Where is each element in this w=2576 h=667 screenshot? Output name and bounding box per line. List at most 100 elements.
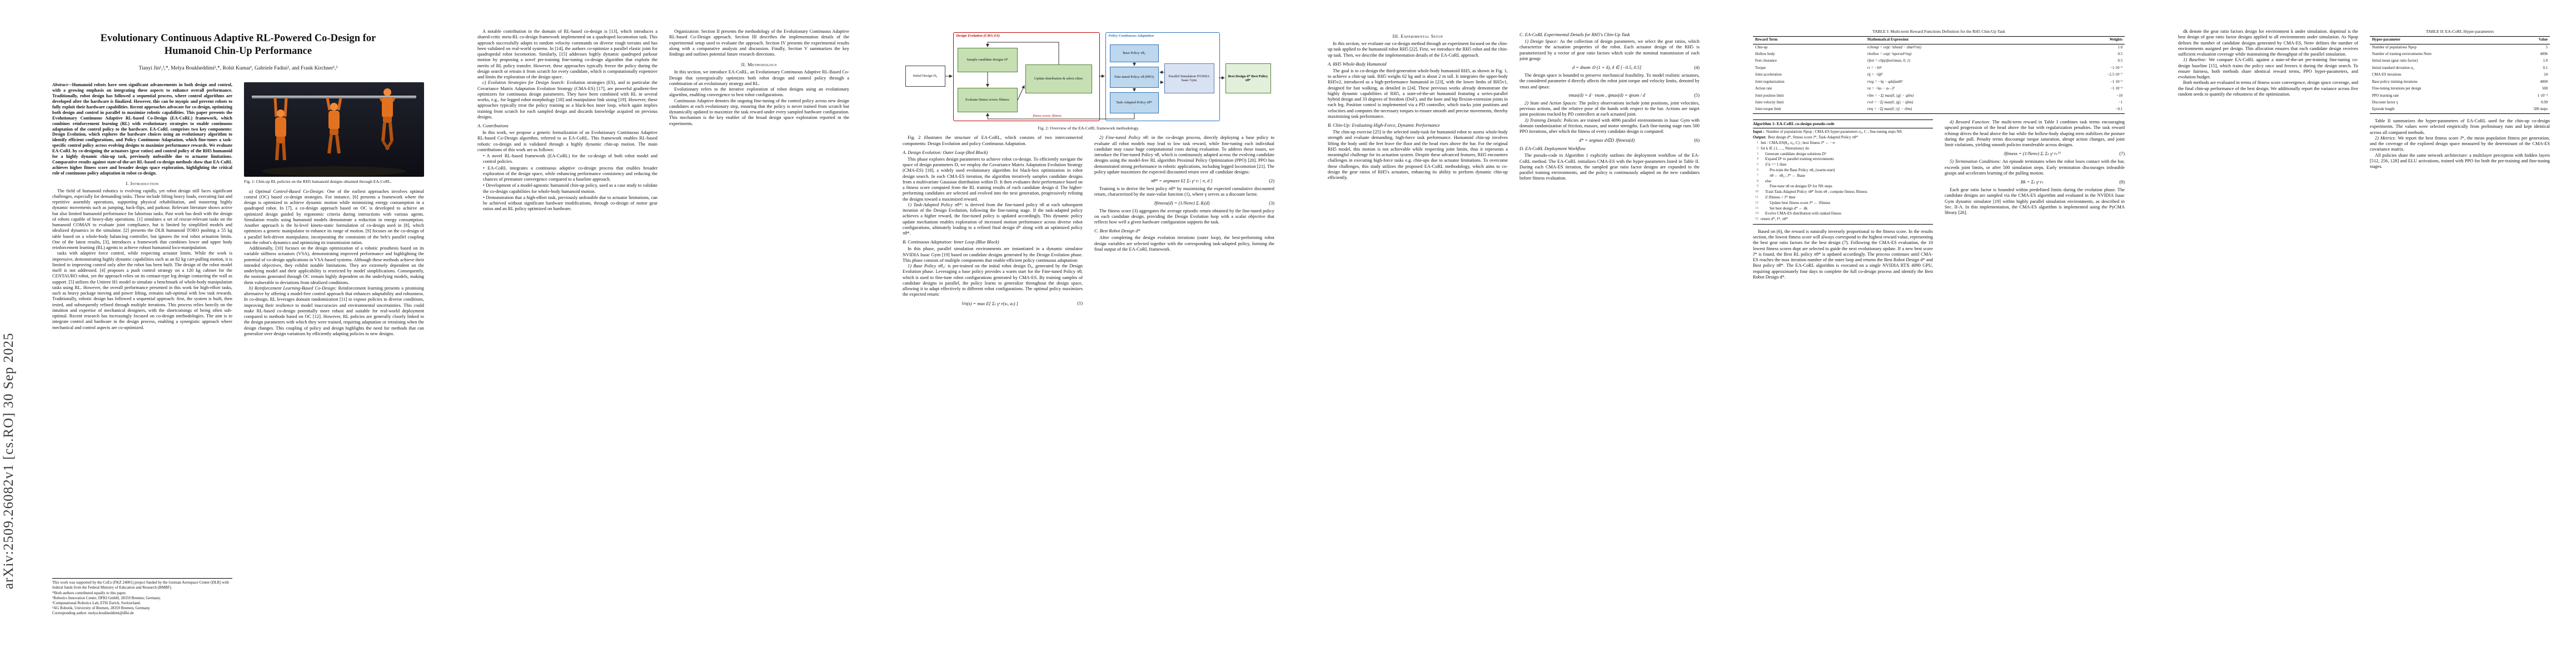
paragraph: Continuous Adaptive denotes the ongoing …: [669, 98, 849, 126]
equation: Rk = Σₜ γᵗ rₜ(8): [1945, 179, 2125, 185]
fig2-design-evolution-group: Design Evolution (CMA-ES): [953, 32, 1100, 121]
algorithm-line-number: 2: [1756, 146, 1758, 150]
table-cell: −1·10⁻⁵: [2110, 66, 2122, 70]
robot-pose-midpull: [326, 97, 342, 154]
equation: πθ* = argmaxπ E[ Σₜ γᵗ rₜ | π, d ](2): [1094, 178, 1274, 184]
algorithm-line-number: 10: [1755, 190, 1758, 194]
table-header-cell: Weights: [2059, 36, 2125, 44]
paragraph: In this work, we propose a generic forma…: [477, 130, 657, 152]
algorithm-line-number: 7: [1756, 173, 1758, 177]
fig2-simulation-box: Parallel Simulation NVIDIA Isaac Gym: [1164, 63, 1214, 93]
footnote: This work was supported by the CoEx (FKZ…: [52, 580, 229, 590]
equation: d = dnom ⊙ (1 + δ), δ ∈ [−0.5, 0.5](4): [1519, 64, 1700, 71]
table-cell: Discount factor γ: [2372, 101, 2398, 104]
algorithm-line-text: Pre-train the Base Policy πθ₀ (warm-star…: [1770, 167, 1835, 172]
algorithm-line-text: if k == 1 then: [1765, 162, 1787, 167]
page-5: TABLE I: Multi-term Reward Functions Def…: [1726, 0, 2151, 667]
fig2-base-policy-box: Base Policy πθ₀: [1109, 44, 1159, 62]
subsection-heading: B. Chin-Up: Evaluating High-Force, Dynam…: [1328, 123, 1440, 128]
algorithm-line: 10 Train Task-Adapted Policy πθ* from πθ …: [1753, 190, 1933, 195]
table-cell: 4000: [2540, 79, 2548, 84]
table-cell: Joint velocity limit: [1755, 101, 1784, 104]
paragraph: This phase explores design parameters to…: [903, 156, 1083, 202]
equation: Jfitness(d) = (1/Nenv) Σᵢ Rᵢ(d)(3): [1094, 201, 1274, 206]
table-cell: CMA-ES iterations: [2372, 73, 2401, 77]
subsection-heading: D. EA-CoRL Deployment Workflow: [1519, 146, 1586, 152]
algorithm-line-number: 15: [1755, 217, 1758, 221]
equation-number: (6): [1694, 137, 1700, 143]
table-cell: Joint torque limit: [1753, 106, 1865, 115]
table-cell: 5: [2545, 45, 2548, 49]
algorithm-line-text: if Jfitness > J* then: [1765, 195, 1796, 200]
table-cell: Number of populations Npop: [2372, 45, 2416, 49]
paragraph: Organization: Section II presents the me…: [669, 29, 849, 57]
page5-right-column: 4) Reward Function: The multi-term rewar…: [1945, 120, 2125, 592]
paragraph: Table II summarizes the hyper-parameters…: [2370, 118, 2550, 135]
algorithm-line-number: 11: [1755, 195, 1758, 199]
table-cell: PPO learning rate: [2372, 93, 2399, 98]
table-row: PPO learning rate 1·10⁻³: [2370, 93, 2550, 99]
paragraph-runin: 1) Design Space: As the collection of de…: [1519, 39, 1700, 61]
arxiv-watermark: arXiv:2509.26082v1 [cs.RO] 30 Sep 2025: [1, 332, 16, 589]
fig2-design-evolution-label: Design Evolution (CMA-ES): [956, 34, 1000, 38]
algorithm-line-text: else: [1765, 178, 1771, 183]
section-heading: II. Methodology: [741, 62, 778, 68]
algorithm-line-number: 13: [1755, 206, 1758, 210]
runin-label: 1) Design Space:: [1524, 39, 1560, 44]
page3-right-column: 2) Fine-tuned Policy πθ: in the co-desig…: [1094, 135, 1274, 602]
robot-pose-hang: [273, 98, 288, 161]
algorithm-io-line: Input :Number of populations Npop ; CMA-…: [1753, 130, 1933, 135]
equation-number: (5): [1694, 92, 1700, 98]
equation-body: Rk = Σₜ γᵗ rₜ: [2020, 180, 2044, 185]
subsection-heading: B. Continuous Adaptation: Inner Loop (Bl…: [903, 240, 999, 245]
page6-left-column: dk denote the gear ratio factors design …: [2178, 29, 2358, 601]
algorithm-line-text: Train Task-Adapted Policy πθ* from πθ ; …: [1765, 190, 1867, 195]
runin-label: 2) Metrics:: [2375, 135, 2398, 141]
paragraph-runin: b) Reinforcement Learning-Based Co-Desig…: [244, 285, 424, 336]
paragraph-runin: a) Optimal Control-Based Co-Design: One …: [244, 188, 424, 245]
page1-right-column: Fig. 1: Chin-up RL policies on the RH5 h…: [244, 82, 424, 613]
table-row: Joint regularization rreg = −‖q − qdefaul…: [1753, 79, 2125, 86]
equation: τmax(d) = d · τnom , q̇max(d) = q̇nom / …: [1519, 93, 1700, 98]
table-cell: Joint regularization: [1755, 79, 1785, 84]
equation-body: Jfitness(d) = (1/Nenv) Σᵢ Rᵢ(d): [1153, 200, 1210, 206]
table-cell: 24: [2544, 73, 2548, 77]
algorithm-line: 8 else: [1753, 179, 1933, 185]
table-header-cell: Value: [2509, 36, 2550, 44]
paragraph: Each gear ratio factor is bounded within…: [1945, 187, 2125, 216]
algorithm-line: 11 if Jfitness > J* then: [1753, 195, 1933, 201]
page1-right-text: a) Optimal Control-Based Co-Design: One …: [244, 189, 424, 337]
paragraph-runin: 2) Metrics: We report the best fitness s…: [2370, 135, 2550, 152]
paragraph-runin: 2) Fine-tuned Policy πθ: in the co-desig…: [1094, 135, 1274, 175]
paragraph: The pseudo-code in Algorithm 1 explicitl…: [1519, 153, 1700, 181]
algorithm-line-text: Update best fitness score J* ← Jfitness: [1770, 200, 1831, 205]
table-cell: 0.5: [2117, 59, 2123, 63]
algorithm-io-label: Input :: [1753, 130, 1765, 135]
table-cell: −10: [2116, 93, 2122, 98]
table-cell: rreg = −‖q − qdefault‖²: [1867, 79, 1903, 84]
table-cell: Chin-up: [1755, 45, 1768, 49]
page-1: Evolutionary Continuous Adaptive RL-Powe…: [26, 0, 451, 667]
table-cell: 1·10⁻³: [2537, 93, 2548, 98]
algorithm-line-number: 8: [1756, 178, 1758, 183]
equation-number: (4): [1694, 64, 1700, 70]
table-cell: rlim = −Σj max(0, |qj| − qlim): [1867, 93, 1914, 98]
figure1-robot-image: [244, 82, 424, 177]
table-cell: 0.1: [2543, 66, 2548, 70]
title-line-1: Evolutionary Continuous Adaptive RL-Powe…: [100, 33, 376, 44]
page3-left-column: Fig. 2 illustrates the structure of EA-C…: [903, 135, 1083, 602]
fig2-policy-adaptation-label: Policy Continuous Adaptation: [1108, 34, 1154, 38]
table-cell: rtrq = −Σj max(0, |τj| − τlim): [1865, 106, 2060, 115]
